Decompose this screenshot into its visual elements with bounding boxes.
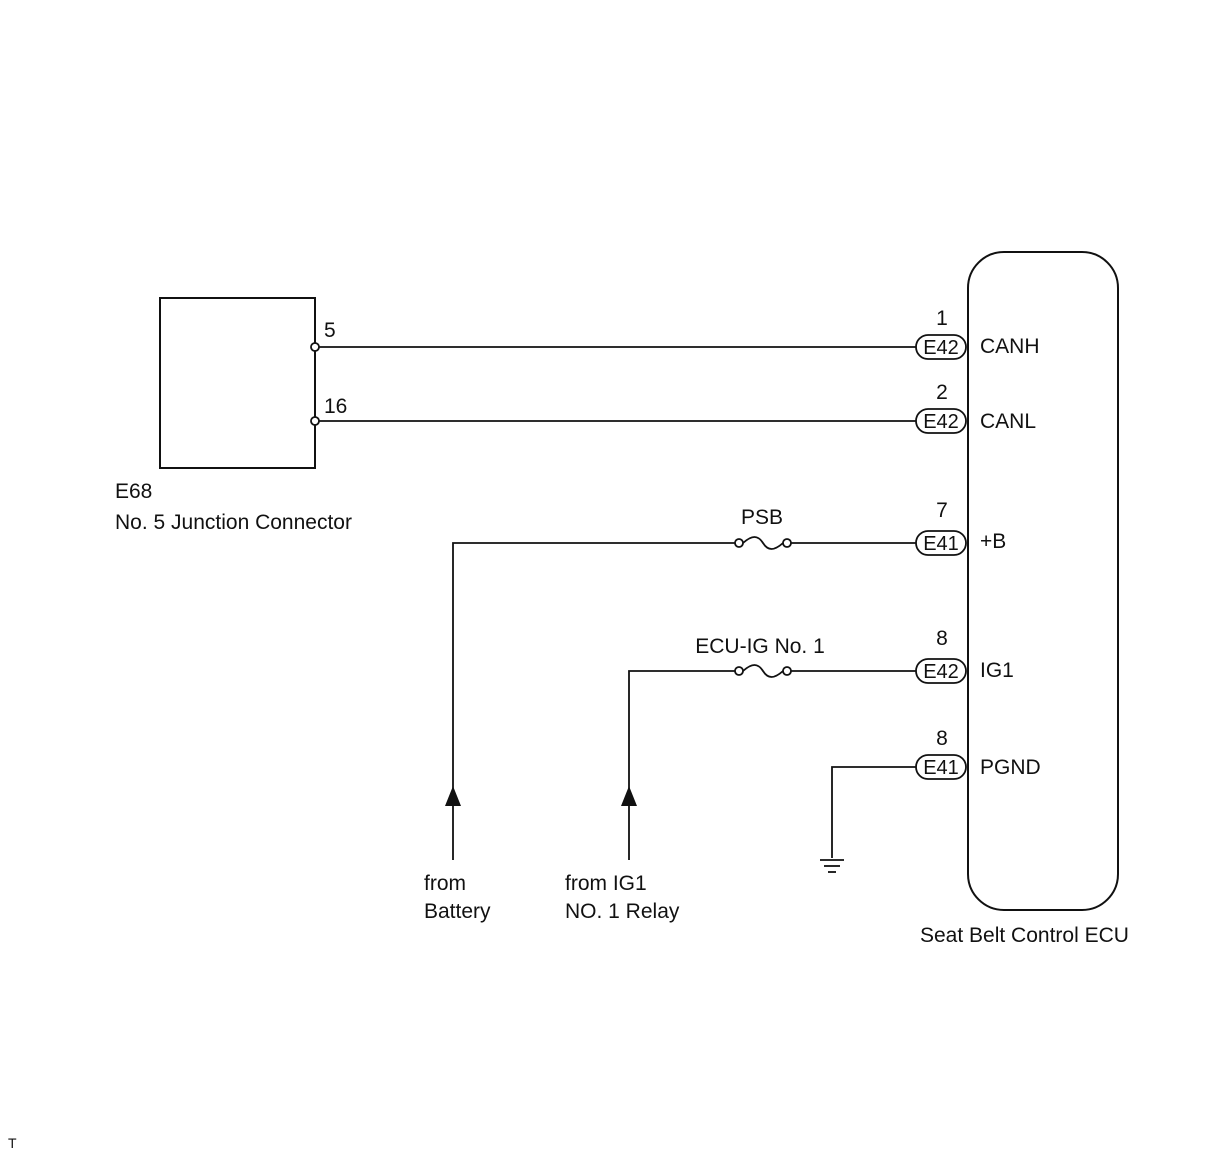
- jc-pin-16-terminal: [310, 416, 320, 426]
- pgnd-pin-number: 8: [936, 727, 948, 750]
- ig1-connector-pill: [915, 658, 967, 684]
- psb-fuse-label: PSB: [741, 506, 783, 529]
- pgnd-connector-pill: [915, 754, 967, 780]
- ig1-connector-code: E42: [923, 661, 959, 683]
- jc-pin-5-label: 5: [324, 319, 336, 342]
- canl-signal-label: CANL: [980, 410, 1036, 433]
- psb-fuse-element: [742, 536, 784, 550]
- ecu-ig-fuse-terminal-left: [734, 666, 744, 676]
- battery-wire-left: [452, 542, 736, 860]
- canl-pin-number: 2: [936, 381, 948, 404]
- ground-icon: [820, 859, 844, 873]
- canl-connector-pill: [915, 408, 967, 434]
- pgnd-wire: [831, 766, 918, 858]
- plus-b-connector-code: E41: [923, 533, 959, 555]
- canh-connector-pill: [915, 334, 967, 360]
- ecu-ig-fuse-terminal-right: [782, 666, 792, 676]
- plus-b-connector-pill: [915, 530, 967, 556]
- junction-connector-code: E68: [115, 480, 152, 503]
- canh-connector-code: E42: [923, 337, 959, 359]
- ecu-ig-fuse-label: ECU-IG No. 1: [695, 635, 825, 658]
- junction-connector-name: No. 5 Junction Connector: [115, 511, 352, 534]
- plus-b-pin-number: 7: [936, 499, 948, 522]
- battery-arrow-icon: [445, 786, 461, 806]
- pgnd-signal-label: PGND: [980, 756, 1041, 779]
- plus-b-signal-label: +B: [980, 530, 1006, 553]
- ig1-wire-left: [628, 670, 736, 860]
- psb-fuse-terminal-left: [734, 538, 744, 548]
- jc-pin-5-terminal: [310, 342, 320, 352]
- canl-connector-code: E42: [923, 411, 959, 433]
- ecu-name: Seat Belt Control ECU: [920, 924, 1129, 947]
- jc-pin-16-label: 16: [324, 395, 347, 418]
- corner-mark: T: [8, 1135, 17, 1151]
- relay-source-label-line1: from IG1: [565, 872, 647, 895]
- psb-fuse-terminal-right: [782, 538, 792, 548]
- ig1-signal-label: IG1: [980, 659, 1014, 682]
- relay-source-label-line2: NO. 1 Relay: [565, 900, 680, 923]
- battery-source-label-line1: from: [424, 872, 466, 895]
- junction-connector-box: [159, 297, 316, 469]
- ecu-ig-fuse-element: [742, 664, 784, 678]
- relay-arrow-icon: [621, 786, 637, 806]
- ig1-pin-number: 8: [936, 627, 948, 650]
- battery-source-label-line2: Battery: [424, 900, 491, 923]
- ecu-box: [967, 251, 1119, 911]
- canh-signal-label: CANH: [980, 335, 1040, 358]
- canh-pin-number: 1: [936, 307, 948, 330]
- pgnd-connector-code: E41: [923, 757, 959, 779]
